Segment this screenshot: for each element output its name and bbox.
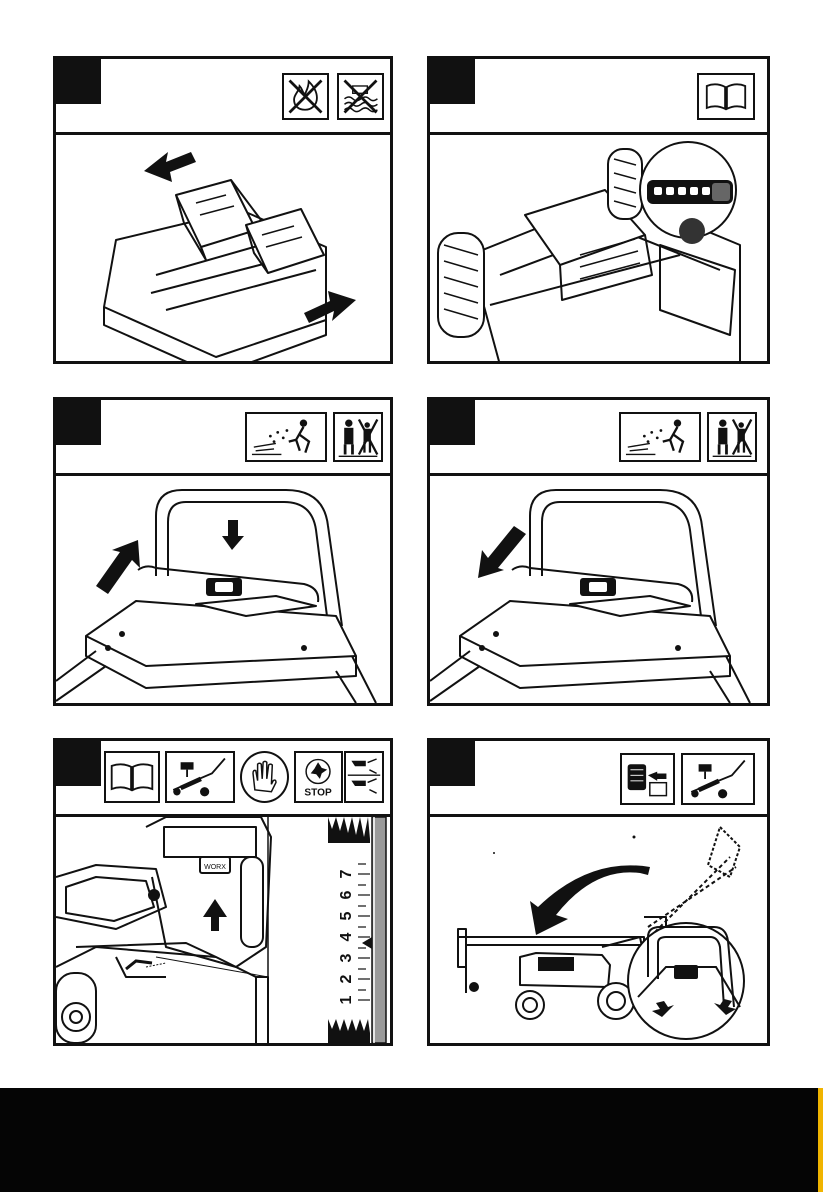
fold-handle-illustration [430, 817, 767, 1043]
thrown-objects-warning-icon [245, 412, 327, 462]
height-scale-label: 2 [338, 974, 355, 983]
height-scale-label: 5 [338, 911, 355, 920]
height-scale-label: 7 [338, 869, 355, 878]
panel-header: STOP [56, 741, 390, 817]
stop-label: STOP [304, 787, 332, 798]
panel-fold-handle [427, 738, 770, 1046]
panel-header [56, 59, 390, 135]
no-water-icon [337, 73, 384, 120]
panel-header [430, 59, 767, 135]
height-gauge: 1 2 3 4 5 6 7 [328, 817, 386, 1043]
edge-accent-strip [818, 1088, 823, 1192]
step-number-box [430, 400, 475, 445]
mower-top-illustration [430, 135, 767, 361]
charger-illustration [56, 135, 390, 361]
keep-bystanders-away-icon [707, 412, 757, 462]
panel-header [56, 400, 390, 476]
remove-key-icon [681, 753, 755, 805]
panel-battery-indicator [427, 56, 770, 364]
read-manual-icon [104, 751, 160, 803]
step-number-box [56, 741, 101, 786]
read-manual-icon [697, 73, 755, 120]
thrown-objects-warning-icon [619, 412, 701, 462]
svg-text:WORX: WORX [204, 864, 226, 871]
height-scale-label: 6 [338, 890, 355, 899]
panel-header [430, 400, 767, 476]
height-scale-label: 1 [338, 995, 355, 1004]
height-scale-label: 4 [338, 932, 355, 941]
panel-start-lever [53, 397, 393, 706]
step-number-box [430, 741, 475, 786]
blade-stop-icon: STOP [294, 751, 343, 803]
step-number-box [430, 59, 475, 104]
remove-key-icon [165, 751, 235, 803]
step-number-box [56, 59, 101, 104]
panel-header [430, 741, 767, 817]
remove-battery-icon [620, 753, 675, 805]
wear-gloves-icon [240, 751, 289, 803]
height-scale-label: 3 [338, 953, 355, 962]
handle-release-illustration [430, 476, 767, 703]
handle-press-illustration [56, 476, 390, 703]
hand-hazard-icon [344, 751, 384, 803]
panel-release-lever [427, 397, 770, 706]
panel-charge-battery [53, 56, 393, 364]
height-adjust-illustration: WORX 1 2 3 4 5 6 7 [56, 817, 390, 1043]
keep-bystanders-away-icon [333, 412, 383, 462]
panel-cutting-height: STOP WORX [53, 738, 393, 1046]
footer-bar [0, 1088, 818, 1192]
no-fire-icon [282, 73, 329, 120]
step-number-box [56, 400, 101, 445]
